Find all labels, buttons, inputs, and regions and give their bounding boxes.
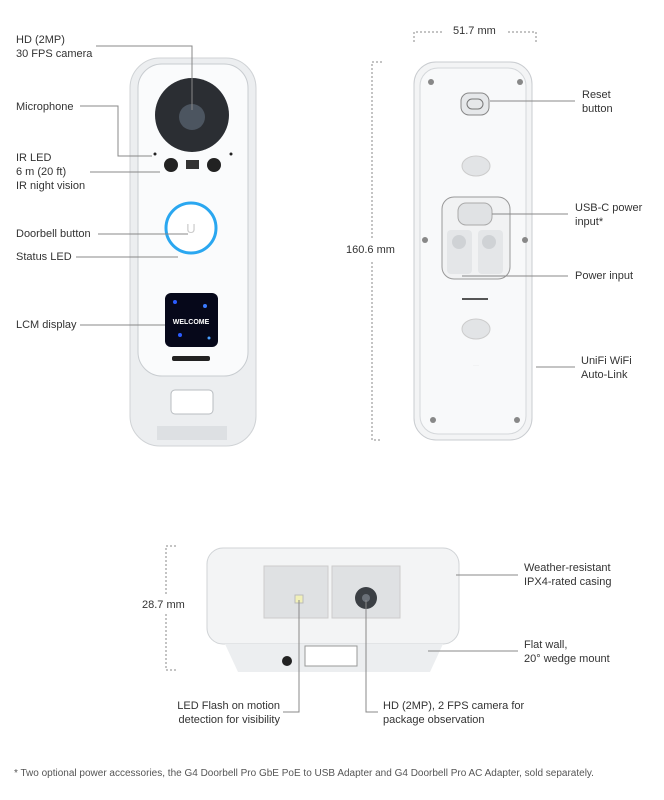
footnote: * Two optional power accessories, the G4…	[14, 768, 594, 779]
width-dimension: 51.7 mm	[453, 25, 496, 37]
ir-led	[207, 158, 221, 172]
label-package-camera: HD (2MP), 2 FPS camera for package obser…	[383, 700, 525, 726]
label-ir-led: IR LED 6 m (20 ft) IR night vision	[16, 152, 86, 192]
svg-text:U: U	[186, 221, 195, 236]
label-mount: Flat wall, 20° wedge mount	[524, 639, 610, 665]
label-status-led: Status LED	[16, 251, 72, 263]
label-usbc: USB-C power input*	[575, 202, 643, 228]
back-device: ······	[413, 61, 533, 441]
depth-dimension: 28.7 mm	[142, 599, 185, 611]
label-microphone: Microphone	[16, 101, 74, 113]
label-camera: HD (2MP) 30 FPS camera	[16, 34, 93, 60]
label-reset-button: Reset button	[582, 89, 613, 115]
lcm-welcome-text: WELCOME	[173, 319, 210, 326]
label-flash: LED Flash on motion detection for visibi…	[177, 700, 280, 726]
label-casing: Weather-resistant IPX4-rated casing	[524, 562, 612, 588]
label-lcm-display: LCM display	[16, 319, 77, 331]
bottom-device	[206, 547, 460, 672]
reset-button	[460, 92, 490, 116]
label-wifi: UniFi WiFi Auto-Link	[581, 355, 632, 381]
doorbell-button-ring	[164, 201, 218, 255]
svg-text:······: ······	[473, 363, 479, 367]
usbc-port	[457, 202, 493, 226]
label-doorbell-button: Doorbell button	[16, 228, 91, 240]
label-power-input: Power input	[575, 270, 634, 282]
ir-led	[164, 158, 178, 172]
height-dimension: 160.6 mm	[346, 244, 395, 256]
front-device: U WELCOME	[129, 57, 257, 447]
